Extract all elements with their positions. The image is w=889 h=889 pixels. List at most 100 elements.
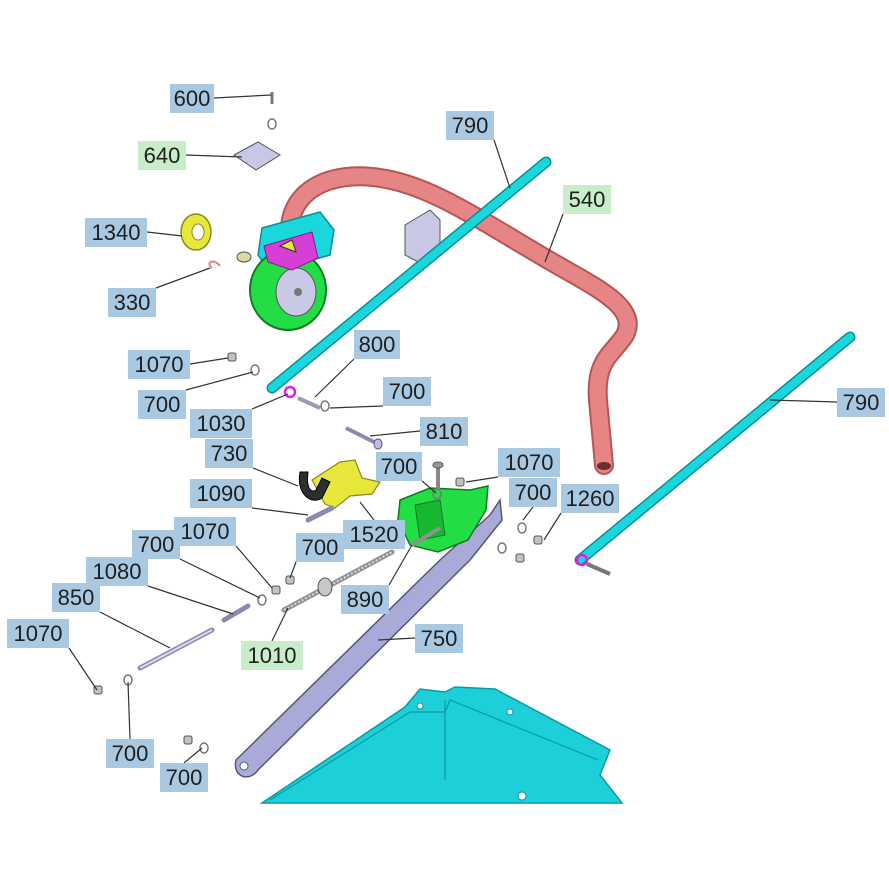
hex-nut (533, 535, 543, 545)
hex-nut (455, 477, 465, 487)
leader-line (146, 231, 183, 237)
handle-bar (281, 168, 636, 473)
hex-nut (183, 735, 193, 745)
tray-hole (506, 708, 514, 716)
callout-label-850: 850 (52, 583, 100, 612)
callout-label-700: 700 (160, 763, 208, 792)
washer (257, 594, 267, 606)
sleeve-1080 (221, 603, 251, 623)
washer (250, 364, 260, 376)
callout-label-790: 790 (446, 111, 494, 140)
callout-label-1090: 1090 (190, 479, 252, 508)
tray-hole (517, 791, 527, 801)
bolt-vertical-head (432, 461, 444, 469)
washer (267, 118, 277, 130)
rod-lower (576, 333, 854, 564)
callout-label-1070: 1070 (498, 448, 560, 477)
leader-line (465, 476, 499, 483)
callout-label-790: 790 (837, 388, 885, 417)
leader-line (544, 213, 564, 263)
leader-line (179, 558, 261, 599)
callout-label-640: 640 (138, 141, 186, 170)
hex-nut (285, 575, 295, 585)
leader-line (359, 501, 375, 521)
rod-end (410, 526, 442, 547)
plate-640 (233, 141, 281, 171)
callout-label-1030: 1030 (190, 409, 252, 438)
callout-label-1070: 1070 (128, 350, 190, 379)
clip-1030 (283, 385, 297, 399)
callout-label-1260: 1260 (561, 484, 619, 513)
callout-label-700: 700 (509, 478, 557, 507)
tray-panel (259, 686, 624, 804)
leader-line (213, 94, 272, 99)
clip-330 (208, 260, 221, 269)
bolt-810 (345, 426, 379, 446)
callout-label-330: 330 (108, 288, 156, 317)
leader-line (314, 358, 355, 398)
leader-line (377, 637, 416, 641)
tray-hole (416, 702, 424, 710)
leader-line (251, 507, 309, 516)
hex-nut (227, 352, 237, 362)
leader-line (99, 611, 171, 649)
threaded-rod-thread (283, 551, 393, 611)
callout-label-1070: 1070 (7, 619, 69, 648)
leader-line (155, 267, 211, 289)
callout-label-1520: 1520 (343, 520, 405, 549)
handle-end (597, 462, 611, 470)
wheel-axle (294, 288, 302, 296)
callout-label-800: 800 (354, 330, 400, 359)
callout-label-750: 750 (415, 624, 463, 653)
rod-nut (317, 577, 333, 597)
leader-lines (68, 94, 838, 764)
leader-line (421, 480, 437, 494)
rod-850-hl (139, 629, 213, 669)
callout-label-600: 600 (170, 84, 214, 113)
callout-label-1080: 1080 (86, 557, 148, 586)
rod-upper (268, 158, 550, 392)
callout-label-730: 730 (205, 439, 253, 468)
callout-label-700: 700 (132, 530, 180, 559)
callout-label-890: 890 (341, 585, 389, 614)
pin-800 (297, 396, 321, 410)
callout-label-1340: 1340 (85, 218, 147, 247)
hex-nut (271, 585, 281, 595)
washer (432, 488, 442, 500)
callout-label-810: 810 (420, 417, 468, 446)
callout-label-540: 540 (563, 185, 611, 214)
leader-line (543, 512, 562, 541)
leader-line (235, 545, 273, 589)
leader-line (289, 561, 297, 579)
parts-drawing (93, 92, 856, 804)
leader-line (271, 607, 289, 642)
leader-line (388, 544, 413, 586)
hex-nut (515, 553, 525, 563)
leader-line (127, 681, 131, 740)
callout-label-700: 700 (376, 452, 422, 481)
lever-hole (239, 761, 249, 771)
hook-part (298, 471, 331, 501)
callout-label-1070: 1070 (174, 517, 236, 546)
pin-1090 (305, 505, 335, 523)
rod-ring (575, 553, 589, 567)
leader-line (189, 357, 229, 365)
callout-label-700: 700 (106, 739, 154, 768)
washer (517, 522, 527, 534)
bolt-810-head (373, 438, 383, 450)
leader-line (185, 371, 254, 391)
callout-label-700: 700 (383, 377, 431, 406)
callout-label-700: 700 (138, 390, 186, 419)
rod-pin (586, 562, 611, 576)
leader-line (252, 467, 299, 487)
washer-1340-hole (191, 223, 205, 241)
yellow-bracket (311, 459, 381, 509)
leader-line (769, 399, 838, 403)
knob (236, 251, 252, 263)
callout-label-700: 700 (296, 533, 344, 562)
warning-icon (278, 239, 297, 253)
control-cover (263, 231, 319, 271)
callout-label-1010: 1010 (241, 641, 303, 670)
leader-line (147, 585, 234, 615)
